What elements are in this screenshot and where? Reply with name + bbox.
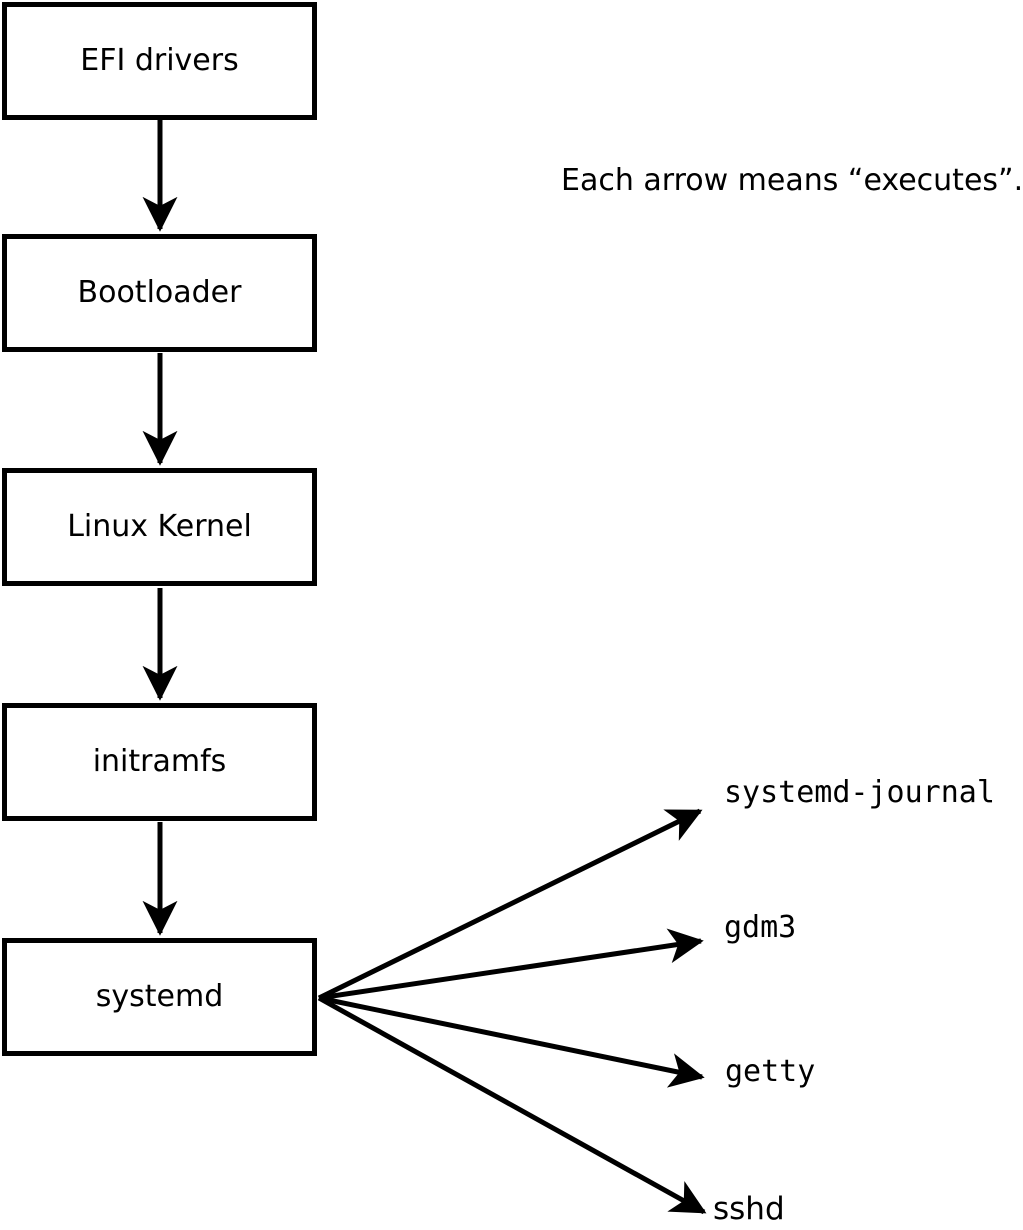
box-initramfs: initramfs	[2, 703, 317, 821]
box-linux-kernel-label: Linux Kernel	[67, 509, 252, 544]
label-getty: getty	[725, 1054, 816, 1089]
box-systemd-label: systemd	[95, 979, 224, 1014]
box-bootloader-label: Bootloader	[77, 275, 242, 310]
caption-arrow-meaning: Each arrow means “executes”.	[561, 163, 1023, 198]
box-bootloader: Bootloader	[2, 234, 317, 352]
label-sshd: sshd	[713, 1191, 785, 1227]
box-efi-drivers-label: EFI drivers	[80, 43, 239, 78]
arrow-systemd-to-getty	[318, 995, 705, 1088]
label-systemd-journal: systemd-journal	[724, 775, 995, 810]
box-systemd: systemd	[2, 938, 317, 1056]
label-gdm3: gdm3	[724, 910, 797, 945]
box-initramfs-label: initramfs	[92, 744, 227, 779]
arrow-systemd-to-sshd	[317, 995, 707, 1215]
arrow-systemd-to-journal	[317, 808, 703, 1001]
arrow-systemd-to-gdm3	[318, 928, 704, 1001]
box-efi-drivers: EFI drivers	[2, 2, 317, 120]
box-linux-kernel: Linux Kernel	[2, 468, 317, 586]
